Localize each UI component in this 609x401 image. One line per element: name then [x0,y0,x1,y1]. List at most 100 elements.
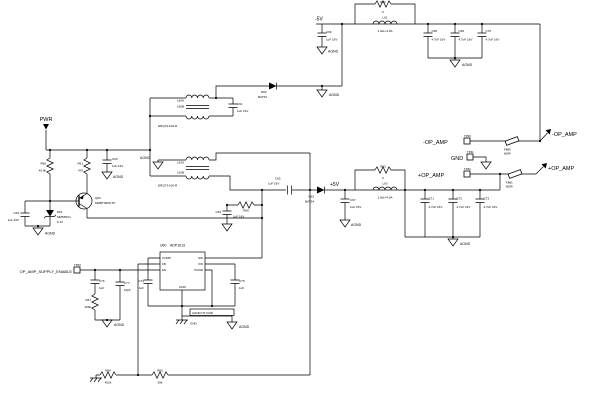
earth-gnd-symbol [89,377,102,383]
value-l61: 1.0uH 4.0A [377,29,392,33]
part-u60: ADP1613 [170,244,185,248]
part-l60: DRQ73-100-R [158,124,178,128]
part-d61: MM5Z5V1 [57,215,71,219]
ref-c68: C68 [432,29,438,33]
resistor-r61 [82,157,92,175]
ref-fb61: FB61 [506,181,513,185]
ref-d62: D62 [308,195,314,199]
ref-c75: C75 [239,279,245,283]
offpage-arrow-pos [541,163,547,169]
agnd-symbol [316,46,328,55]
ref-tp63: TP63 [74,263,81,267]
resistor-r62 [374,0,392,9]
value-c68: 4.7uF 16V [432,38,446,42]
value-c66: 1uF 16V [326,38,337,42]
agnd-label: AGND [460,242,471,246]
ref-c69: C69 [459,29,465,33]
net-label-pos-op-amp: +OP_AMP [418,173,444,179]
ref-l62a: L62A [177,161,184,165]
pwr-flag-arrow [43,124,49,130]
gnd-label: GND [190,322,198,326]
ref-u60: U60 [160,244,166,248]
pin-vin: VIN [198,262,203,266]
agnd-label: AGND [45,232,56,236]
agnd-symbol [221,223,233,232]
regulator-u60 [159,251,206,291]
wires [24,3,548,378]
value-c60: 1uF 16V [112,164,123,168]
ref-c77: C77 [124,281,130,285]
ref-c72: C72 [457,197,463,201]
ref-c63: C63 [13,211,19,215]
inductor-symbols [372,20,398,191]
diode-symbols [43,82,325,219]
resistor-symbols [45,0,392,380]
value-c74: 1uF [139,286,144,290]
resistor-r66 [237,200,255,210]
net-label-neg-op-amp: -OP_AMP [423,140,448,146]
value-fb61: 600R [506,185,513,189]
ref-r61: R61 [77,162,83,166]
diode-d60 [269,82,277,90]
pad-tp60 [463,137,471,145]
pin-gnd: GND [179,285,187,289]
agnd-symbol [449,59,461,68]
ref-l60b: L60B [177,105,184,109]
net-label-gnd-out: GND [451,156,463,162]
transistor-q60 [75,192,93,210]
value-c61: 1uF 16V [237,109,248,113]
value-c69: 4.7uF 16V [459,38,473,42]
ref-d61: D61 [57,210,63,214]
ref-c67: C67 [350,198,356,202]
value-c63: 1uF 10V [8,218,19,222]
ref-tp60: TP60 [464,134,471,138]
ref-l62b: L62B [177,171,184,175]
zener-d61 [43,210,57,219]
ref-tp62: TP62 [464,167,471,171]
ref-l61: L61 [382,16,387,20]
ref-r60: R60 [40,162,46,166]
diode-d62 [317,186,325,194]
value-d61: 5.1V [57,220,63,224]
part-d60: BAT54 [258,95,267,99]
value-c67: 1uF 16V [350,205,361,209]
value-c71: 4.7uF 16V [429,205,443,209]
ref-tp61: TP61 [467,150,474,154]
part-l62: DRQ73-100-R [158,184,178,188]
offpage-label-pos-op-amp: +OP_AMP [548,166,574,172]
pad-tp61 [466,153,474,161]
offpage-arrow-neg [545,129,551,135]
agnd-symbol [152,161,164,170]
ref-c64: C64 [215,210,221,214]
resistor-r67 [90,293,100,311]
ref-c66: C66 [326,30,332,34]
earth-gnd-symbol [175,319,188,325]
value-fb60: 600R [504,152,511,156]
ferrite-bead-fb61 [507,169,523,179]
value-c65: 1uF 16V [268,181,279,185]
ref-r62: R62 [380,0,386,4]
ref-r63: R63 [380,165,386,169]
net-flags [43,124,551,169]
ref-c60: C60 [112,157,118,161]
agnd-label: AGND [113,175,124,179]
agnd-symbol [226,321,238,330]
ref-l60a: L60A [177,99,184,103]
ref-c65: C65 [275,177,281,181]
agnd-label: AGND [140,156,151,160]
ref-q60: Q60 [95,196,101,200]
pin-en: EN [162,268,166,272]
note-text: AGND NT GND [192,311,214,315]
ref-c61: C61 [237,102,243,106]
inductor-l63 [372,186,398,191]
value-c77: 10pF [124,288,131,292]
resistor-r63 [374,165,392,175]
test-pads [73,137,474,274]
ref-c73: C73 [484,197,490,201]
agnd-symbol [339,219,351,228]
ref-d60: D60 [261,90,267,94]
value-c64: 1uF 16V [233,215,244,219]
inductor-l61 [372,20,398,25]
capacitor-plates [20,32,487,286]
